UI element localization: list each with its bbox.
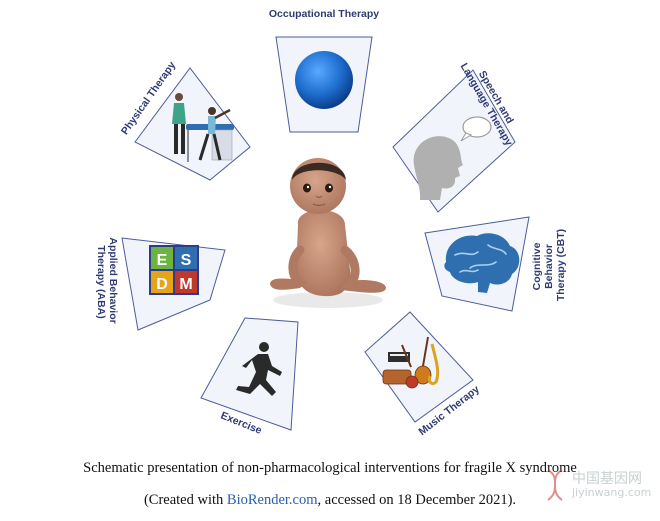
speaking-head-icon	[413, 136, 463, 200]
svg-text:M: M	[179, 276, 192, 293]
watermark: 中国基因网 jiyinwang.com	[542, 468, 654, 504]
therapy-ball-icon	[295, 51, 353, 109]
panel-exercise: Exercise	[200, 317, 299, 437]
figure-credit: (Created with BioRender.com, accessed on…	[143, 492, 517, 508]
label-applied-behavior-therapy: Applied Behavior Therapy (ABA)	[95, 237, 119, 326]
dna-logo-icon	[547, 469, 563, 501]
biorender-link[interactable]: BioRender.com	[226, 492, 318, 508]
musical-instruments-icon	[382, 336, 440, 389]
physical-therapy-icon	[172, 93, 234, 162]
panel-occupational-therapy: Occupational Therapy	[269, 8, 379, 133]
panel-physical-therapy: Physical Therapy	[119, 59, 251, 181]
svg-text:E: E	[157, 252, 168, 269]
speech-bubble-icon	[460, 116, 492, 142]
label-cognitive-behavior-therapy: Cognitive Behavior Therapy (CBT)	[531, 229, 567, 301]
panel-music-therapy: Music Therapy	[364, 311, 482, 438]
esdm-logo: E S D M	[149, 245, 199, 295]
panel-cognitive-behavior-therapy: Cognitive Behavior Therapy (CBT)	[424, 216, 567, 312]
panel-speech-language-therapy: Speech and Language Therapy	[392, 61, 516, 213]
baby-illustration	[270, 158, 386, 308]
svg-text:S: S	[181, 252, 192, 269]
svg-text:D: D	[156, 276, 168, 293]
brain-icon	[444, 233, 520, 293]
figure-caption: Schematic presentation of non-pharmacolo…	[83, 460, 577, 476]
label-occupational-therapy: Occupational Therapy	[269, 8, 379, 20]
panel-applied-behavior-therapy: E S D M Applied Behavior Therapy (ABA)	[95, 237, 226, 331]
runner-icon	[236, 342, 282, 396]
